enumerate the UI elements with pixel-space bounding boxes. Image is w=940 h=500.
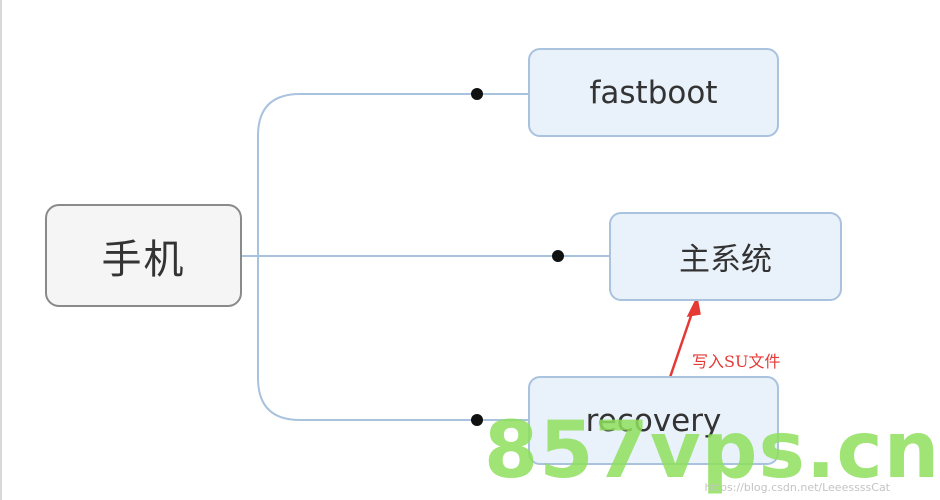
root-node-phone: 手机 (45, 204, 242, 307)
node-main-system-label: 主系统 (679, 242, 772, 278)
watermark-text: 857vps.cn (484, 406, 940, 496)
connector-dot-fastboot (471, 88, 483, 100)
connector-lines (242, 88, 701, 434)
root-node-label: 手机 (101, 236, 186, 283)
connector-dot-main (552, 250, 564, 262)
annotation-label: 写入SU文件 (692, 352, 781, 371)
connector-dot-recovery (471, 414, 483, 426)
node-recovery: recovery (528, 376, 779, 465)
connector-branch-recovery (257, 256, 528, 421)
connector-branch-fastboot (257, 93, 528, 256)
node-recovery-label: recovery (585, 402, 722, 439)
node-fastboot-label: fastboot (589, 74, 718, 111)
node-main-system: 主系统 (609, 212, 842, 301)
screenshot-left-edge (0, 0, 2, 500)
source-credit: https://blog.csdn.net/LeeessssCat (704, 481, 890, 494)
node-fastboot: fastboot (528, 48, 779, 137)
annotation-arrow-head (686, 295, 701, 317)
